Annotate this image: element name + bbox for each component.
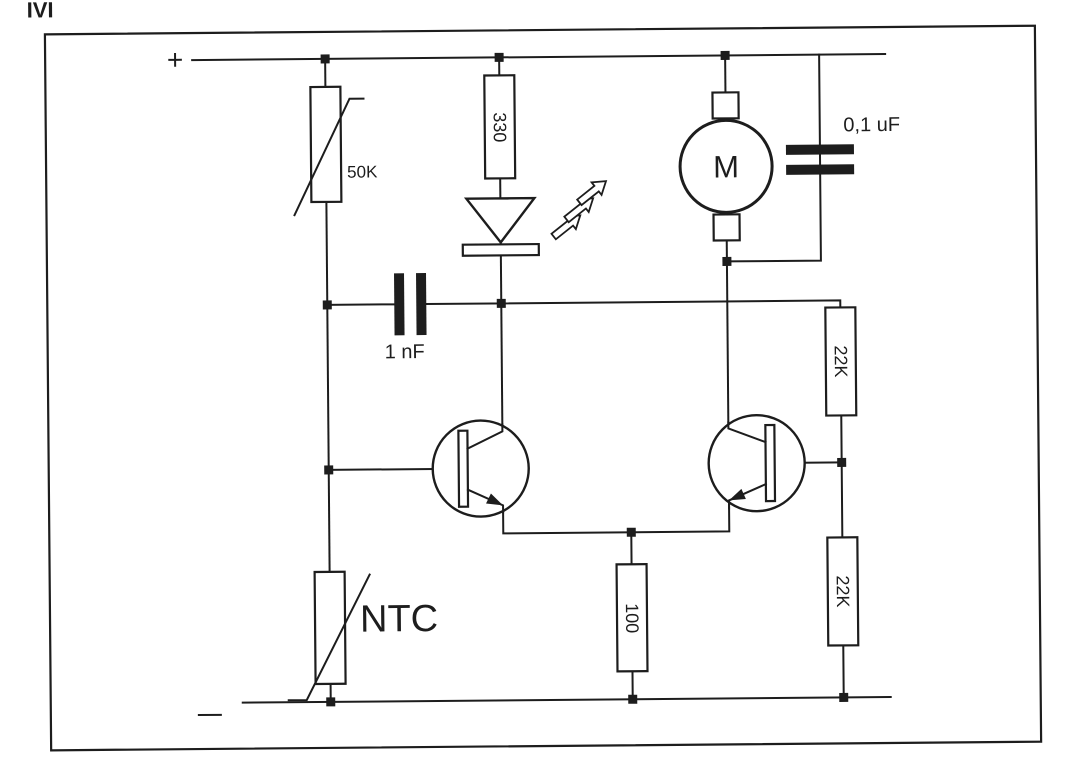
wire-motor-cap-branch	[725, 53, 822, 263]
capacitor-0p1uf: 0,1 uF	[785, 114, 900, 175]
capacitor-plate	[394, 273, 405, 336]
resistor-22k-upper: 22K	[824, 306, 858, 417]
led-anode-triangle	[463, 196, 537, 245]
resistor-body	[615, 563, 649, 673]
junction-dot	[320, 54, 330, 64]
junction-dot	[628, 694, 638, 704]
junction-dots	[320, 50, 849, 707]
motor-terminal	[712, 213, 741, 242]
motor-label: M	[713, 149, 739, 184]
transistor-collector-lead	[466, 423, 504, 451]
thermistor-label: NTC	[360, 598, 438, 641]
thermistor-stroke	[287, 573, 371, 702]
resistor-330: 330	[483, 74, 517, 180]
junction-dot	[322, 300, 332, 310]
transistor-collector-lead	[727, 421, 767, 444]
resistor-body	[483, 74, 517, 180]
led-light-rays	[550, 180, 608, 241]
capacitor-plate	[786, 164, 855, 175]
resistor-value: 100	[622, 603, 642, 633]
junction-dot	[496, 298, 506, 308]
capacitor-1nf: 1 nF	[385, 273, 427, 363]
motor-terminal	[711, 91, 740, 120]
junction-dot	[720, 50, 730, 60]
capacitor-value: 1 nF	[385, 341, 425, 363]
motor: M	[678, 91, 774, 242]
light-ray-arrow-icon	[575, 180, 608, 207]
page-border	[43, 24, 1043, 752]
wire-emitter-rail	[502, 499, 731, 701]
led	[461, 180, 608, 257]
resistor-value: 22K	[833, 575, 853, 607]
resistor-body	[309, 85, 343, 204]
thermistor-ntc: NTC	[287, 570, 438, 702]
junction-dot	[324, 465, 334, 475]
transistor-left	[431, 419, 530, 518]
positive-rail	[191, 53, 887, 62]
transistor-body	[431, 419, 530, 518]
transistor-body	[707, 413, 806, 513]
resistor-body	[826, 536, 860, 647]
junction-dot	[626, 527, 636, 537]
junction-dot	[326, 697, 336, 707]
potentiometer-adjust-stroke	[293, 97, 365, 217]
capacitor-value: 0,1 uF	[843, 114, 900, 136]
led-cathode-bar	[461, 242, 540, 257]
capacitor-plate	[785, 144, 854, 155]
wire-left-collector	[500, 302, 504, 428]
junction-dot	[722, 256, 732, 266]
resistor-value: 330	[490, 112, 510, 142]
transistor-right	[707, 413, 806, 513]
capacitor-plate	[416, 273, 427, 336]
negative-rail	[241, 695, 892, 704]
junction-dot	[837, 457, 847, 467]
potentiometer-50k: 50K	[293, 85, 378, 217]
potentiometer-value: 50K	[347, 162, 378, 181]
resistor-body	[824, 306, 858, 417]
resistor-value: 22K	[831, 345, 851, 377]
junction-dot	[494, 52, 504, 62]
positive-label: +	[167, 44, 184, 75]
transistor-base-bar	[764, 423, 777, 503]
resistor-22k-lower: 22K	[826, 536, 860, 647]
motor-body	[678, 118, 774, 214]
emitter-arrow-icon	[729, 488, 746, 501]
resistor-100: 100	[615, 563, 649, 673]
junction-dot	[839, 692, 849, 702]
thermistor-body	[313, 570, 347, 686]
scan-corner-mark: IVI	[27, 0, 54, 23]
transistor-base-bar	[457, 429, 470, 508]
emitter-arrow-icon	[486, 493, 504, 506]
